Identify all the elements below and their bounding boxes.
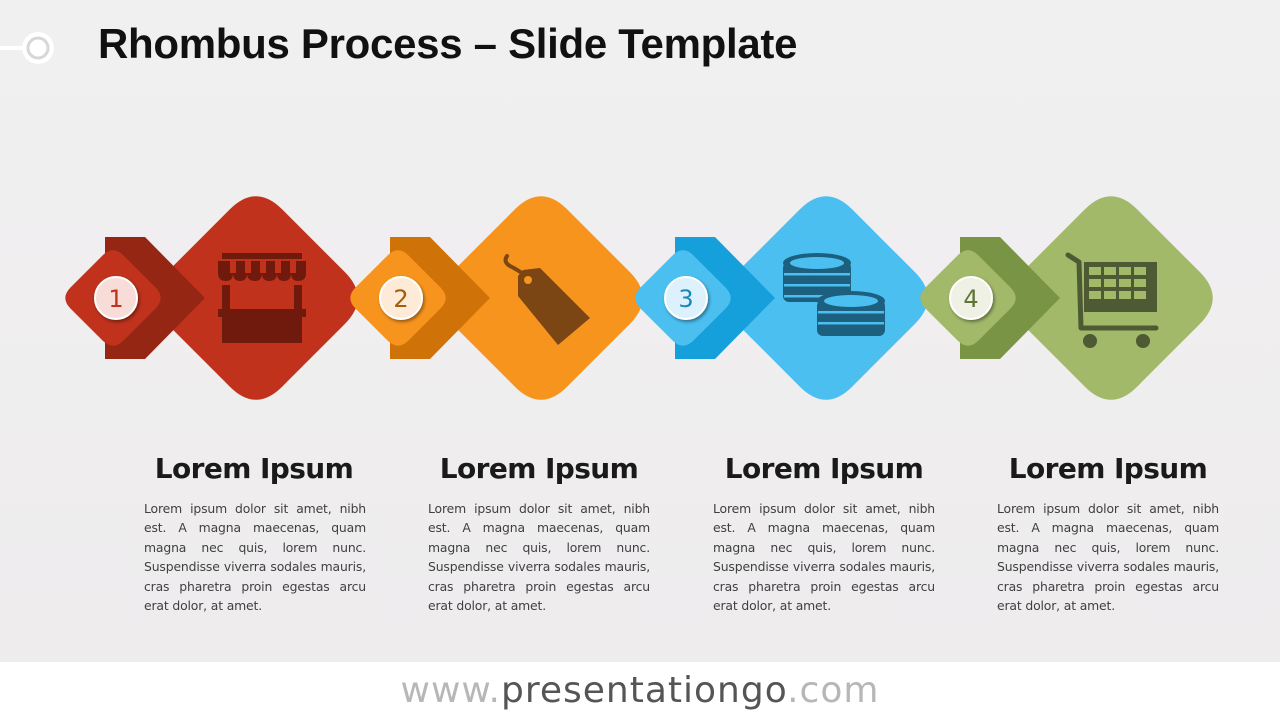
step-3-heading: Lorem Ipsum — [724, 452, 924, 485]
footer-brand: presentationgo — [501, 670, 788, 711]
step-4-heading: Lorem Ipsum — [1008, 452, 1208, 485]
step-2-description: Lorem ipsum dolor sit amet, nibh est. A … — [428, 501, 650, 614]
step-4-description: Lorem ipsum dolor sit amet, nibh est. A … — [997, 501, 1219, 614]
shopping-cart-icon — [1065, 252, 1159, 348]
step-1-number-badge — [94, 276, 138, 320]
step-4-number: 4 — [963, 285, 978, 313]
slide-canvas: Rhombus Process – Slide Template 1 — [0, 0, 1280, 662]
step-4-number-badge — [949, 276, 993, 320]
footer-website-link[interactable]: www.presentationgo.com — [0, 662, 1280, 720]
slide-title: Rhombus Process – Slide Template — [98, 20, 798, 67]
key-ring-icon — [0, 32, 54, 64]
coins-icon — [783, 253, 885, 336]
step-1-heading: Lorem Ipsum — [154, 452, 354, 485]
footer-prefix: www. — [400, 670, 501, 711]
price-tag-icon — [503, 254, 590, 345]
step-2-number: 2 — [393, 285, 408, 313]
step-2-group: 2 — [350, 196, 643, 400]
step-4-group: 4 — [920, 196, 1213, 400]
step-3-number-badge — [664, 276, 708, 320]
store-icon — [218, 253, 306, 343]
step-3-group: 3 — [635, 196, 928, 400]
step-1-rhombus — [154, 196, 358, 400]
step-1-number: 1 — [108, 285, 123, 313]
step-1-group: 1 — [65, 196, 358, 400]
step-3-number: 3 — [678, 285, 693, 313]
rhombus-process-diagram: 1 2 — [65, 196, 1213, 400]
step-3-description: Lorem ipsum dolor sit amet, nibh est. A … — [713, 501, 935, 614]
step-2-heading: Lorem Ipsum — [439, 452, 639, 485]
step-2-number-badge — [379, 276, 423, 320]
step-1-description: Lorem ipsum dolor sit amet, nibh est. A … — [144, 501, 366, 614]
footer-suffix: .com — [787, 670, 880, 711]
